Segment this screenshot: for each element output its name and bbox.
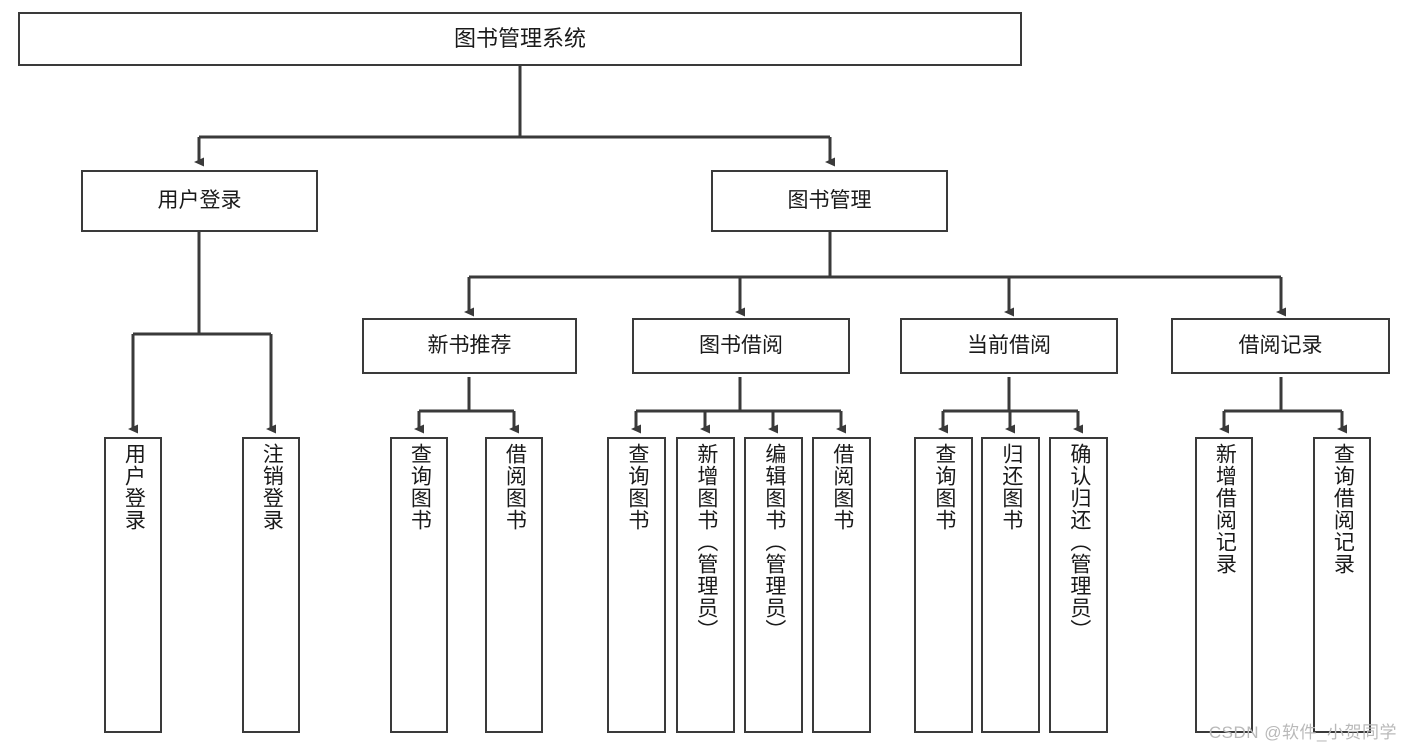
- node-root-label: 图书管理系统: [453, 26, 586, 52]
- leaf-query-book-2-label: 查询图书: [625, 443, 649, 531]
- leaf-query-book-1[interactable]: 查询图书: [390, 437, 448, 733]
- leaf-add-record[interactable]: 新增借阅记录: [1195, 437, 1253, 733]
- node-user-login-label: 用户登录: [157, 188, 242, 212]
- leaf-query-book-1-label: 查询图书: [408, 443, 432, 531]
- node-user-login[interactable]: 用户登录: [81, 170, 318, 232]
- leaf-user-login-label: 用户登录: [122, 443, 146, 531]
- node-new-book-rec-label: 新书推荐: [427, 333, 512, 357]
- csdn-watermark: CSDN @软件_小贺同学: [1208, 723, 1397, 742]
- node-book-borrow[interactable]: 图书借阅: [632, 318, 850, 374]
- leaf-edit-book[interactable]: 编辑图书（管理员）: [744, 437, 803, 733]
- leaf-edit-book-label: 编辑图书（管理员）: [762, 443, 786, 641]
- node-current-borrow[interactable]: 当前借阅: [900, 318, 1118, 374]
- leaf-borrow-book-1[interactable]: 借阅图书: [485, 437, 543, 733]
- leaf-return-book[interactable]: 归还图书: [981, 437, 1040, 733]
- leaf-query-book-2[interactable]: 查询图书: [607, 437, 666, 733]
- node-borrow-record[interactable]: 借阅记录: [1171, 318, 1390, 374]
- node-book-manage-label: 图书管理: [787, 188, 872, 212]
- leaf-query-book-3-label: 查询图书: [932, 443, 956, 531]
- leaf-user-logout[interactable]: 注销登录: [242, 437, 300, 733]
- leaf-query-record[interactable]: 查询借阅记录: [1313, 437, 1371, 733]
- node-new-book-rec[interactable]: 新书推荐: [362, 318, 577, 374]
- leaf-confirm-return-label: 确认归还（管理员）: [1067, 443, 1091, 641]
- leaf-borrow-book-1-label: 借阅图书: [503, 443, 527, 531]
- node-borrow-record-label: 借阅记录: [1238, 333, 1323, 357]
- leaf-add-book[interactable]: 新增图书（管理员）: [676, 437, 735, 733]
- leaf-user-login[interactable]: 用户登录: [104, 437, 162, 733]
- leaf-user-logout-label: 注销登录: [260, 443, 284, 531]
- leaf-borrow-book-2[interactable]: 借阅图书: [812, 437, 871, 733]
- leaf-add-record-label: 新增借阅记录: [1213, 443, 1237, 575]
- leaf-borrow-book-2-label: 借阅图书: [830, 443, 854, 531]
- leaf-return-book-label: 归还图书: [999, 443, 1023, 531]
- node-book-manage[interactable]: 图书管理: [711, 170, 948, 232]
- leaf-query-book-3[interactable]: 查询图书: [914, 437, 973, 733]
- node-book-borrow-label: 图书借阅: [699, 333, 783, 357]
- node-current-borrow-label: 当前借阅: [967, 333, 1051, 357]
- node-root[interactable]: 图书管理系统: [18, 12, 1022, 66]
- leaf-query-record-label: 查询借阅记录: [1331, 443, 1355, 575]
- leaf-confirm-return[interactable]: 确认归还（管理员）: [1049, 437, 1108, 733]
- leaf-add-book-label: 新增图书（管理员）: [694, 443, 718, 641]
